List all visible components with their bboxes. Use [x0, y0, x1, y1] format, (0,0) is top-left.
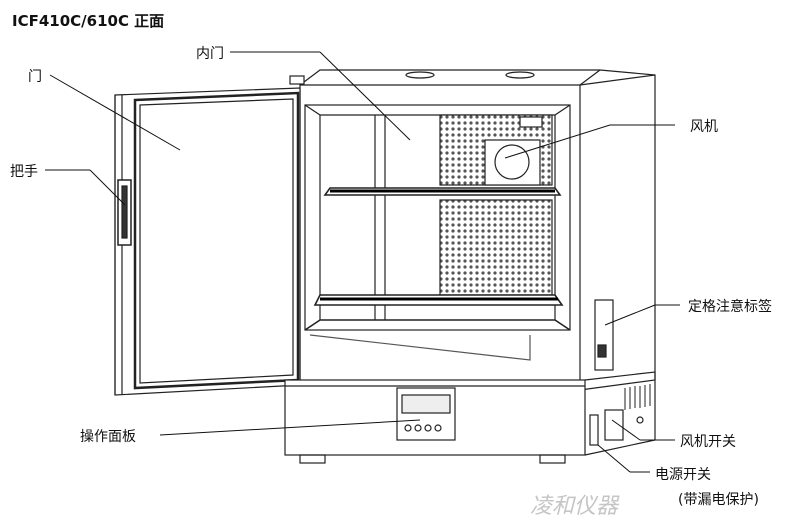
door	[114, 75, 305, 396]
label-fan-switch: 风机开关	[680, 434, 736, 450]
label-control-panel: 操作面板	[80, 429, 136, 445]
label-door: 门	[28, 69, 42, 85]
label-fan: 风机	[690, 119, 718, 135]
shelves	[304, 187, 571, 331]
fan-panel	[439, 114, 553, 296]
handle	[117, 179, 132, 246]
control-panel	[396, 387, 456, 441]
label-power-switch-note: (带漏电保护)	[678, 492, 759, 508]
watermark: 凌和仪器	[530, 494, 619, 519]
label-rating-label: 定格注意标签	[688, 299, 772, 315]
diagram-title: ICF410C/610C 正面	[12, 12, 165, 30]
inner-door	[309, 334, 531, 361]
side-features	[589, 299, 651, 446]
label-inner-door: 内门	[196, 46, 224, 62]
label-power-switch: 电源开关	[655, 467, 711, 483]
leader-lines	[45, 51, 680, 473]
label-handle: 把手	[10, 164, 38, 180]
